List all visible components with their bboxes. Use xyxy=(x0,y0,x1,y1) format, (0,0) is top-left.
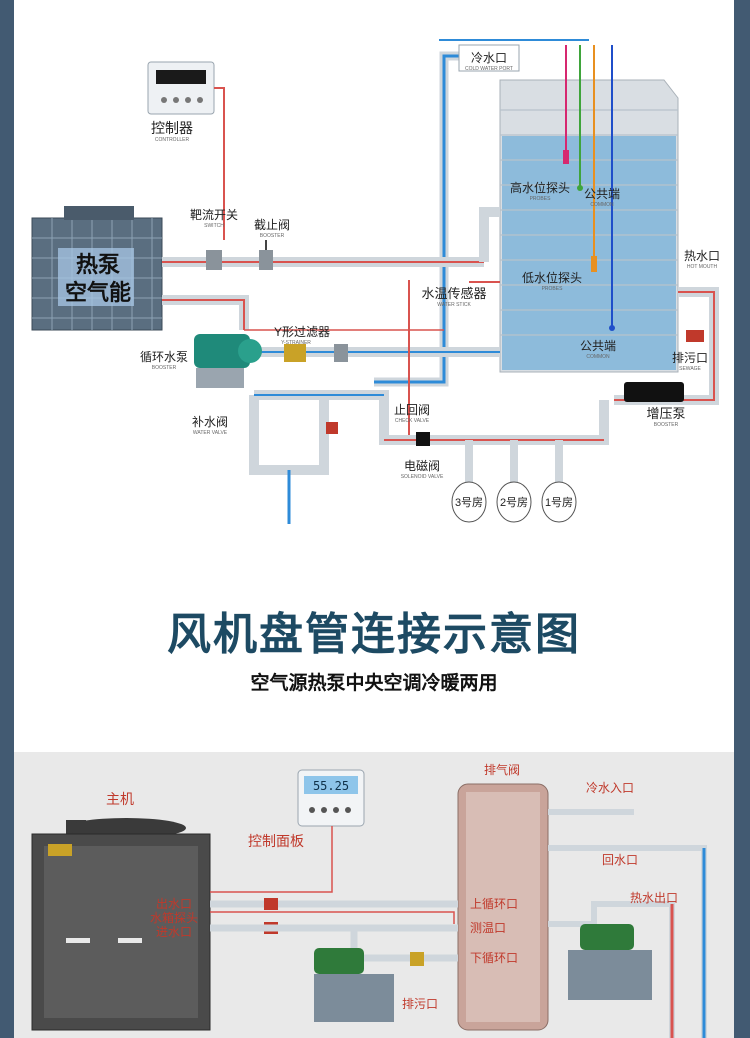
high-probe-sub: PROBES xyxy=(530,196,552,202)
cold-inlet-label-bottom: 冷水入口 xyxy=(586,781,634,795)
y-strainer-sub: Y-STRAINER xyxy=(281,340,311,346)
lower-cycle-label: 下循环口 xyxy=(470,951,518,965)
temp-sensor-sub: WATER STICK xyxy=(437,302,471,308)
main-title: 风机盘管连接示意图 xyxy=(167,610,581,659)
controller-sub: CONTROLLER xyxy=(155,137,190,143)
return-port-label: 回水口 xyxy=(602,853,638,867)
top-diagram-svg: 热泵 空气能 控制器 CONTROLLER 靶流开关 SWITCH 截止阀 BO… xyxy=(31,39,720,524)
heat-pump-label-2: 空气能 xyxy=(65,280,131,305)
controller-label: 控制器 xyxy=(151,120,193,136)
heat-pump-unit xyxy=(31,206,163,331)
drain-label-bottom: 排污口 xyxy=(402,997,438,1011)
circ-pump-sub: BOOSTER xyxy=(152,365,177,371)
y-strainer-label: Y形过滤器 xyxy=(274,325,330,339)
host-label: 主机 xyxy=(106,791,134,807)
right-pump xyxy=(568,924,652,1000)
common-2-sub: COMMON xyxy=(586,354,610,360)
drain-sub: SEWAGE xyxy=(679,366,701,372)
stop-valve-label: 截止阀 xyxy=(254,218,290,232)
upper-cycle-label: 上循环口 xyxy=(470,897,518,911)
makeup-valve-sub: WATER VALVE xyxy=(193,430,228,436)
outlet-label: 出水口 xyxy=(156,897,192,911)
hot-outlet-sub: HOT MOUTH xyxy=(687,264,718,270)
hot-outlet-label: 热水口 xyxy=(684,249,720,263)
drain-label: 排污口 xyxy=(672,351,708,365)
room-2 xyxy=(496,481,532,523)
hot-outlet-label-bottom: 热水出口 xyxy=(630,891,678,905)
room-1-label: 1号房 xyxy=(545,496,573,509)
return-pipe xyxy=(162,295,249,330)
temp-port-label: 测温口 xyxy=(470,921,506,935)
y-strainer xyxy=(284,344,306,362)
cold-inlet-sub: COLD WATER PORT xyxy=(465,66,513,72)
switch-valve xyxy=(206,250,222,270)
stop-valve xyxy=(259,250,273,270)
hot-water-tank xyxy=(457,783,549,1031)
room-3-label: 3号房 xyxy=(455,496,483,509)
temp-sensor-label: 水温传感器 xyxy=(421,286,486,301)
cold-inlet-label: 冷水口 xyxy=(471,51,507,65)
high-probe-label: 高水位探头 xyxy=(510,180,570,195)
tank-probe-label: 水箱探头 xyxy=(150,910,198,925)
circ-pump-label: 循环水泵 xyxy=(140,350,188,364)
booster-pump-label: 增压泵 xyxy=(646,406,685,421)
makeup-valve-label: 补水阀 xyxy=(192,415,228,429)
room-1 xyxy=(541,481,577,523)
low-probe-label: 低水位探头 xyxy=(522,270,582,285)
room-3 xyxy=(451,481,487,523)
display-value: 55.25 xyxy=(313,779,349,793)
solenoid-sub: SOLENOID VALVE xyxy=(401,474,444,480)
exhaust-valve-label: 排气阀 xyxy=(484,762,520,777)
host-unit xyxy=(31,818,211,1031)
solenoid-label: 电磁阀 xyxy=(404,458,440,473)
stop-valve-sub: BOOSTER xyxy=(260,233,285,239)
heat-pump-label-1: 热泵 xyxy=(76,252,120,277)
check-valve-label: 止回阀 xyxy=(394,403,430,417)
common-2-label: 公共端 xyxy=(580,339,616,353)
switch-label: 靶流开关 xyxy=(190,208,238,222)
system-diagram-top: 热泵 空气能 控制器 CONTROLLER 靶流开关 SWITCH 截止阀 BO… xyxy=(14,0,734,540)
control-panel-device xyxy=(297,769,365,827)
common-1-label: 公共端 xyxy=(584,187,620,201)
room-2-label: 2号房 xyxy=(500,496,528,509)
system-diagram-bottom: 主机 55.25 控制面板 排气阀 上循环口 测温口 下循环口 出水口 水箱探头… xyxy=(14,752,734,1038)
circulation-pump xyxy=(194,334,262,388)
water-tank xyxy=(499,79,679,373)
left-pump xyxy=(314,948,424,1022)
booster-pump xyxy=(624,382,684,402)
low-probe-sub: PROBES xyxy=(542,286,564,292)
check-valve-sub: CHECK VALVE xyxy=(395,418,430,424)
booster-pump-sub: BOOSTER xyxy=(654,422,679,428)
controller-device xyxy=(147,61,215,115)
switch-sub: SWITCH xyxy=(204,223,224,229)
control-panel-label: 控制面板 xyxy=(248,833,304,849)
bottom-diagram-svg: 主机 55.25 控制面板 排气阀 上循环口 测温口 下循环口 出水口 水箱探头… xyxy=(31,762,707,1038)
title-section: 风机盘管连接示意图 空气源热泵中央空调冷暖两用 xyxy=(14,540,734,752)
sub-title: 空气源热泵中央空调冷暖两用 xyxy=(250,673,498,694)
common-1-sub: COMMON xyxy=(590,202,614,208)
inlet-label: 进水口 xyxy=(156,925,192,939)
